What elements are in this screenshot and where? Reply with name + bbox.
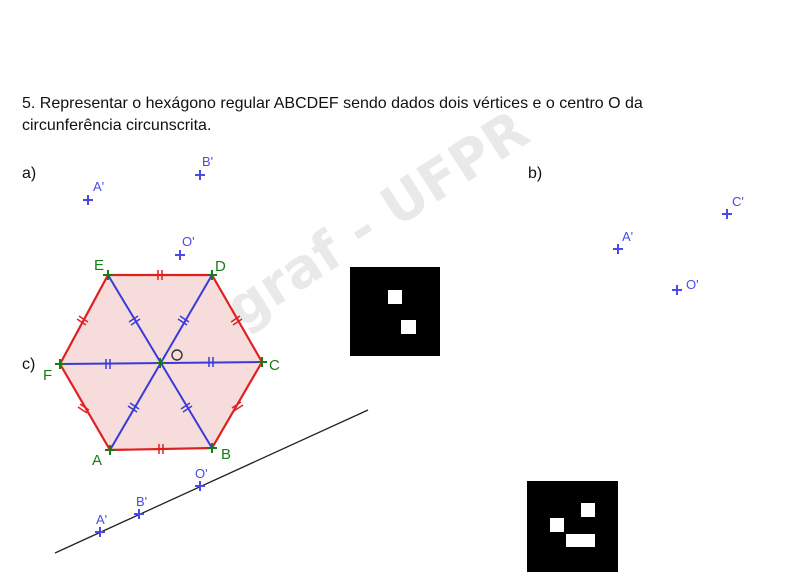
code-square-1 xyxy=(350,267,440,356)
part-b-point-c xyxy=(722,209,732,219)
part-b-label-o: O' xyxy=(686,277,699,292)
part-c-line xyxy=(54,409,369,554)
part-a-label: a) xyxy=(22,165,36,182)
part-b-point-a xyxy=(613,244,623,254)
part-c-label: c) xyxy=(22,356,35,373)
part-a-label-b: B' xyxy=(202,154,213,169)
vertex-marks xyxy=(55,270,267,455)
center-marker xyxy=(171,349,183,361)
problem-number: 5. xyxy=(22,95,36,112)
code-square-2 xyxy=(527,481,618,572)
problem-text-line2: circunferência circunscrita. xyxy=(22,117,212,134)
problem-statement: 5. Representar o hexágono regular ABCDEF… xyxy=(22,93,778,137)
part-b-label-a: A' xyxy=(622,229,633,244)
part-b-point-o xyxy=(672,285,682,295)
part-c-point-o xyxy=(195,481,205,491)
vertex-label-d: D xyxy=(215,258,226,275)
diagonal-tick-marks xyxy=(105,315,214,413)
part-c-label-b: B' xyxy=(136,494,147,509)
vertex-label-a: A xyxy=(92,452,102,469)
part-a-point-a xyxy=(83,195,93,205)
vertex-label-f: F xyxy=(43,367,52,384)
vertex-label-b: B xyxy=(221,446,231,463)
part-c-point-a xyxy=(95,527,105,537)
vertex-label-c: C xyxy=(269,357,280,374)
part-c-point-b xyxy=(134,509,144,519)
edge-tick-marks xyxy=(76,270,244,454)
problem-text-line1: Representar o hexágono regular ABCDEF se… xyxy=(39,95,643,112)
part-b-label: b) xyxy=(528,165,542,182)
hexagon-figure: A B C D E F xyxy=(43,257,280,469)
part-c-label-a: A' xyxy=(96,512,107,527)
vertex-label-e: E xyxy=(94,257,104,274)
part-a-point-b xyxy=(195,170,205,180)
part-c-label-o: O' xyxy=(195,466,208,481)
part-a-label-o: O' xyxy=(182,234,195,249)
part-a-point-o xyxy=(175,250,185,260)
part-a-label-a: A' xyxy=(93,179,104,194)
part-b-label-c: C' xyxy=(732,194,744,209)
